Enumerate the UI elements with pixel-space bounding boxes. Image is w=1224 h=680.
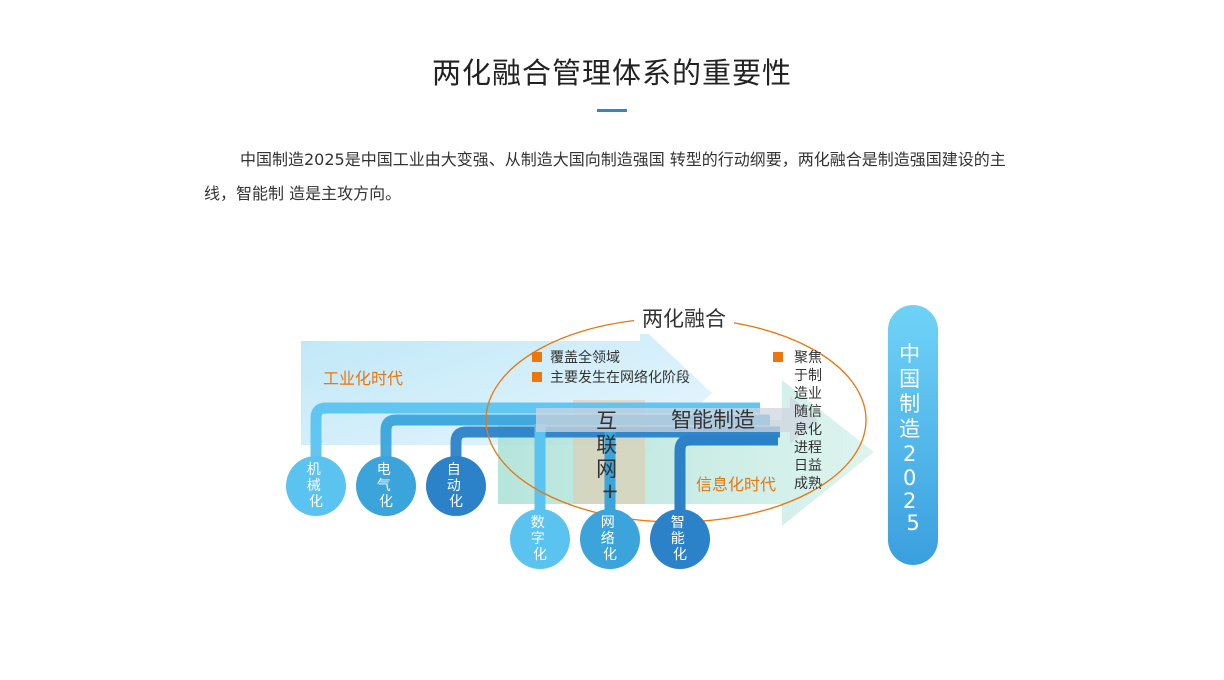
- svg-text:机 械 化: 机 械 化: [307, 462, 325, 510]
- bullet-marker: [532, 352, 542, 362]
- page-title: 两化融合管理体系的重要性: [431, 56, 792, 90]
- stage-networking: 网 络 化: [580, 509, 640, 569]
- internet-plus-label: 互 联 网 +: [596, 409, 624, 503]
- svg-text:中 国 制 造: 中 国 制 造 2 0 2 5: [899, 342, 927, 535]
- smart-manufacturing-label: 智能制造: [671, 408, 755, 432]
- stage-electrification: 电 气 化: [356, 456, 416, 516]
- stage-intelligent: 智 能 化: [650, 509, 710, 569]
- mechanization-flow: [310, 402, 760, 462]
- electrification-flow: [380, 414, 770, 462]
- automation-flow: [450, 426, 780, 462]
- bullet-text: 主要发生在网络化阶段: [550, 370, 690, 386]
- china-2025-pill: 中 国 制 造 2 0 2 5: [888, 305, 938, 565]
- svg-text:智 能 化: 智 能 化: [671, 515, 689, 563]
- intelligent-flow: [674, 434, 778, 515]
- ellipse-title: 两化融合: [642, 307, 726, 331]
- title-underline: [597, 109, 627, 112]
- focus-bullet-marker: [773, 352, 783, 362]
- stage-digitalization: 数 字 化: [510, 509, 570, 569]
- smart-manufacturing-arrow: [536, 396, 818, 444]
- svg-text:电 气 化: 电 气 化: [377, 462, 395, 510]
- svg-text:自 动 化: 自 动 化: [447, 462, 465, 510]
- stage-automation: 自 动 化: [426, 456, 486, 516]
- focus-text: 聚焦 于制 造业 随信 息化 进程 日益 成熟: [794, 350, 826, 492]
- industrial-era-label: 工业化时代: [323, 369, 403, 388]
- svg-text:数 字 化: 数 字 化: [531, 515, 549, 563]
- bullet-text: 覆盖全领域: [550, 349, 620, 366]
- svg-text:网 络 化: 网 络 化: [601, 515, 619, 563]
- info-era-label: 信息化时代: [696, 475, 776, 494]
- bullet-marker: [532, 372, 542, 382]
- stage-mechanization: 机 械 化: [286, 456, 346, 516]
- intro-paragraph: 中国制造2025是中国工业由大变强、从制造大国向制造强国 转型的行动纲要，两化融…: [204, 150, 1006, 203]
- ellipse-title-bg: [634, 304, 734, 334]
